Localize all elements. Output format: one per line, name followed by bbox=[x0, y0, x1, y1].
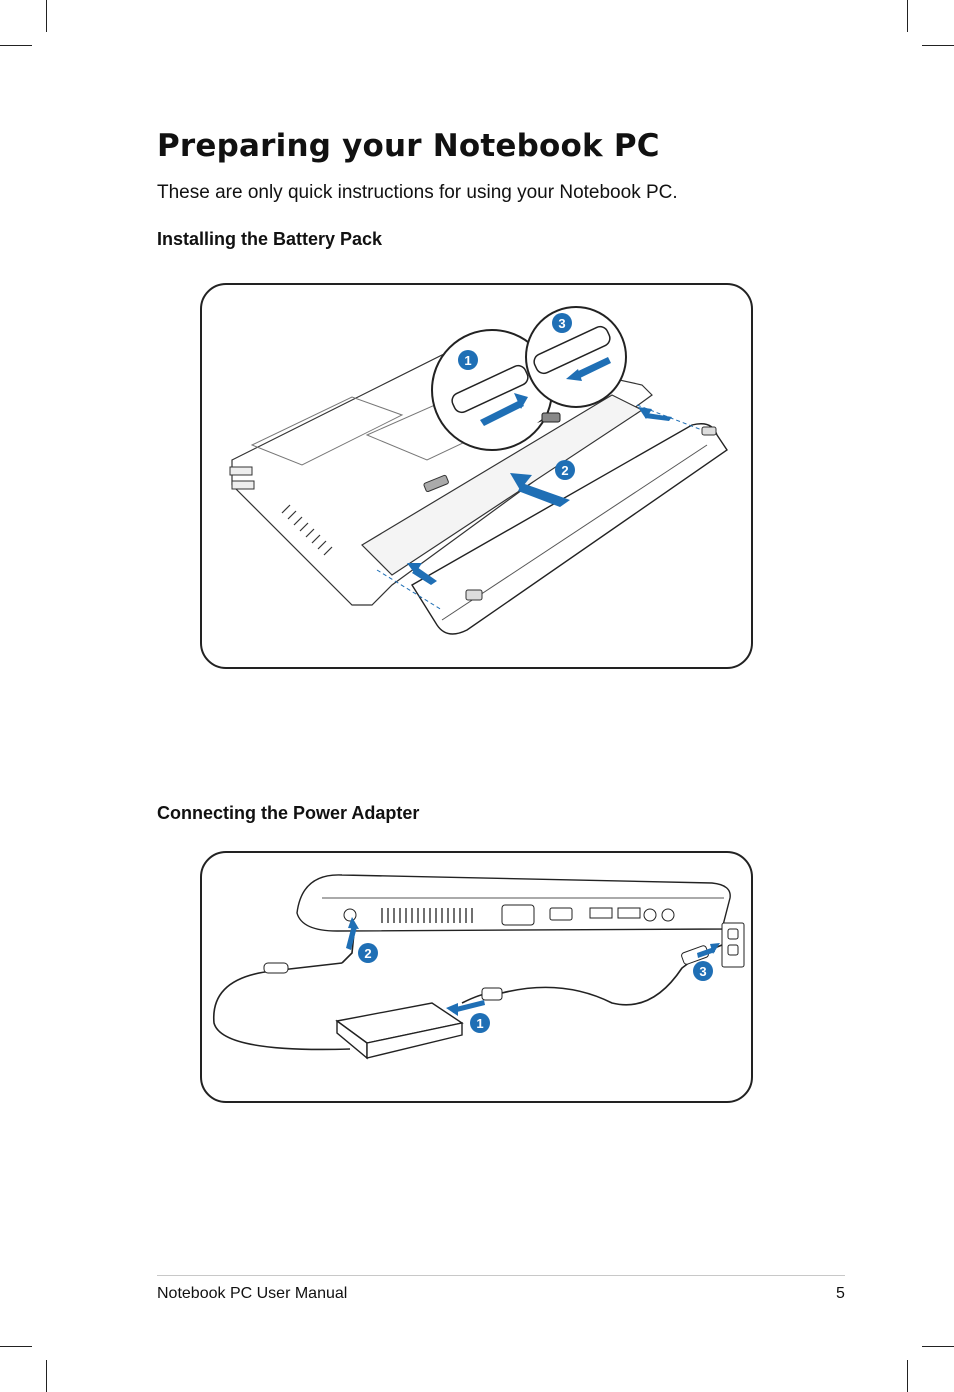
adapter-illustration-frame: 1 2 3 bbox=[200, 851, 753, 1103]
step-number: 1 bbox=[464, 353, 471, 368]
step-number: 3 bbox=[699, 964, 706, 979]
step-badge-3: 3 bbox=[693, 961, 713, 981]
crop-mark bbox=[46, 0, 47, 32]
step-number: 3 bbox=[558, 316, 565, 331]
crop-mark bbox=[907, 1360, 908, 1392]
battery-lock-icon bbox=[451, 364, 529, 414]
power-adapter-illustration: 1 2 3 bbox=[213, 874, 745, 1060]
step-badge-1: 1 bbox=[458, 350, 478, 370]
intro-text: These are only quick instructions for us… bbox=[157, 182, 678, 203]
step-number: 1 bbox=[476, 1016, 483, 1031]
step-badge-2: 2 bbox=[358, 943, 378, 963]
footer-divider bbox=[157, 1275, 845, 1276]
footer-manual-title: Notebook PC User Manual bbox=[157, 1285, 348, 1302]
page-number: 5 bbox=[836, 1285, 845, 1302]
section-heading-adapter: Connecting the Power Adapter bbox=[157, 803, 420, 823]
section-heading-battery: Installing the Battery Pack bbox=[157, 229, 383, 249]
step-badge-2: 2 bbox=[555, 460, 575, 480]
step-number: 2 bbox=[364, 946, 371, 961]
crop-mark bbox=[922, 45, 954, 46]
crop-mark bbox=[46, 1360, 47, 1392]
crop-mark bbox=[922, 1346, 954, 1347]
crop-mark bbox=[0, 45, 32, 46]
laptop-bottom-illustration: 1 2 3 bbox=[229, 306, 728, 635]
crop-mark bbox=[907, 0, 908, 32]
battery-illustration-frame: 1 2 3 bbox=[200, 283, 753, 669]
page-title: Preparing your Notebook PC bbox=[157, 128, 660, 164]
step-badge-3: 3 bbox=[552, 313, 572, 333]
step-number: 2 bbox=[561, 463, 568, 478]
crop-mark bbox=[0, 1346, 32, 1347]
step-badge-1: 1 bbox=[470, 1013, 490, 1033]
